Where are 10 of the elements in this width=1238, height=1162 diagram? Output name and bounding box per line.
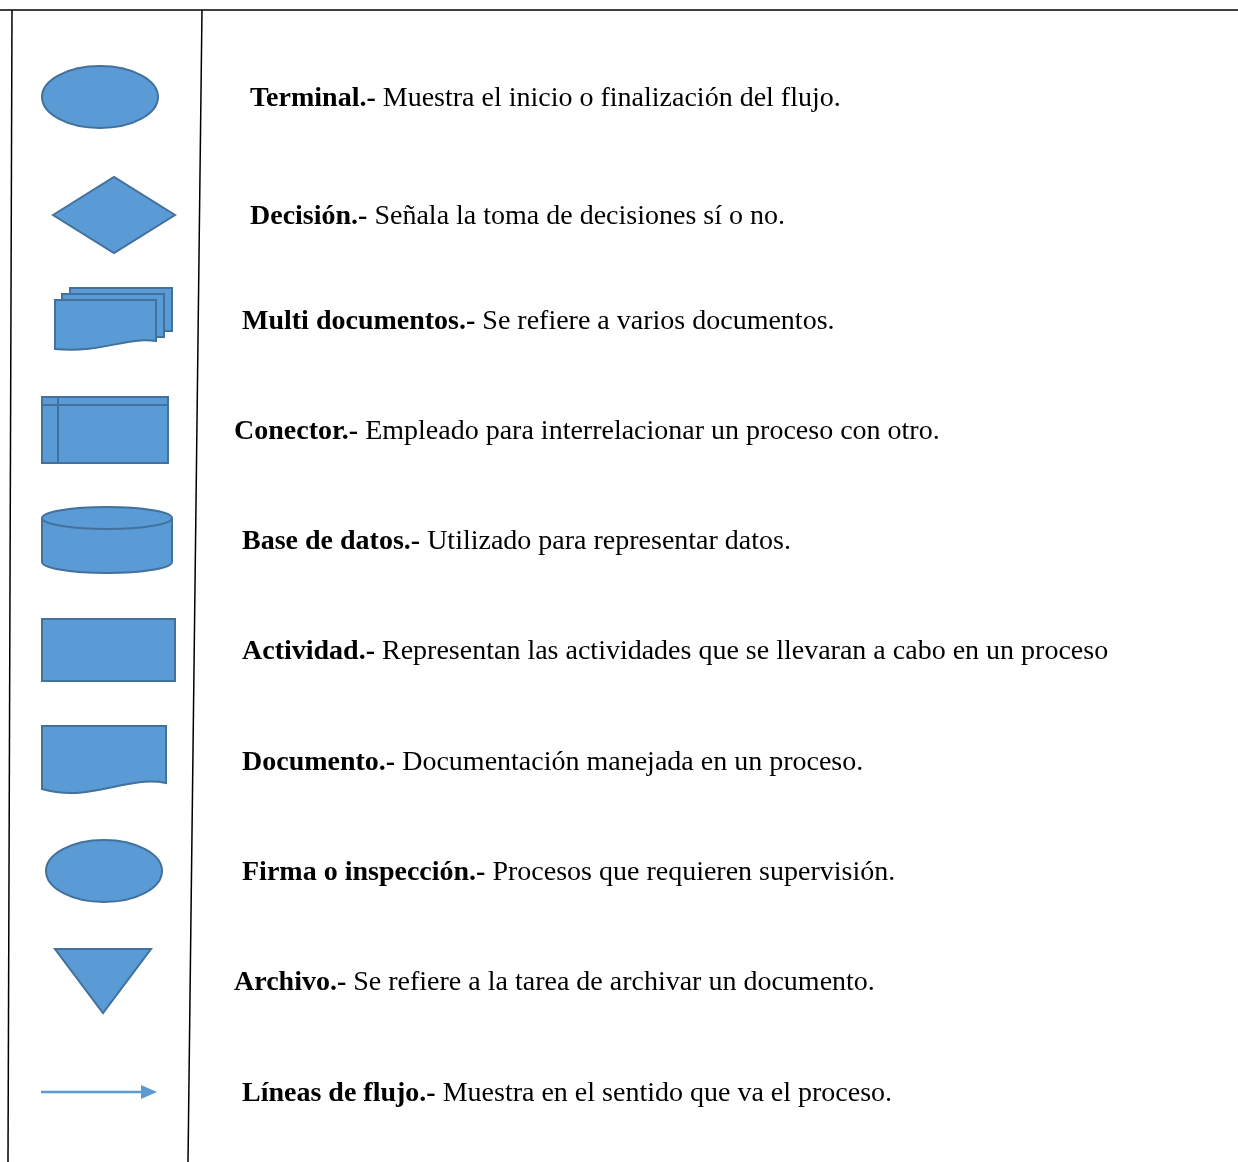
legend-text: Terminal.- Muestra el inicio o finalización del flujo.: [250, 80, 841, 114]
legend-text: Conector.- Empleado para interrelacionar un proceso con otro.: [234, 413, 940, 447]
legend-text: Decisión.- Señala la toma de decisiones sí o no.: [250, 198, 785, 232]
legend-text: Líneas de flujo.- Muestra en el sentido que va el proceso.: [242, 1075, 893, 1109]
legend-text: Base de datos.- Utilizado para representar datos.: [242, 523, 791, 557]
legend-text: Firma o inspección.- Procesos que requieren supervisión.: [242, 854, 896, 888]
legend-text: Archivo.- Se refiere a la tarea de archivar un documento.: [234, 964, 875, 998]
legend-text: Multi documentos.- Se refiere a varios documentos.: [242, 303, 835, 337]
legend-text: Actividad.- Representan las actividades que se llevaran a cabo en un proceso: [242, 633, 1109, 667]
legend-text: Documento.- Documentación manejada en un proceso.: [242, 744, 864, 778]
